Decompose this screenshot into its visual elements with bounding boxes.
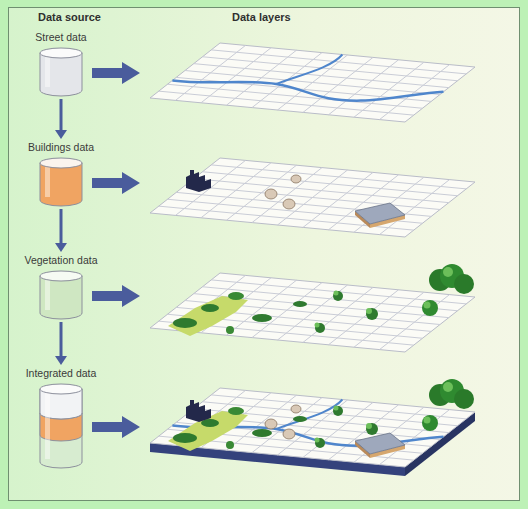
data-source-node: Street data <box>10 31 112 97</box>
database-cylinder <box>39 270 83 320</box>
database-cylinder <box>39 47 83 97</box>
source-label: Buildings data <box>10 141 112 154</box>
data-source-node: Buildings data <box>10 141 112 207</box>
flow-arrow <box>55 99 67 139</box>
column-heading: Data source <box>38 11 101 23</box>
database-cylinder <box>39 157 83 207</box>
flow-arrow <box>55 322 67 365</box>
source-label: Street data <box>10 31 112 44</box>
database-cylinder <box>39 383 83 469</box>
source-label: Vegetation data <box>10 254 112 267</box>
flow-arrow <box>55 209 67 252</box>
source-label: Integrated data <box>10 367 112 380</box>
data-source-node: Vegetation data <box>10 254 112 320</box>
column-heading: Data layers <box>232 11 291 23</box>
data-source-node: Integrated data <box>10 367 112 469</box>
